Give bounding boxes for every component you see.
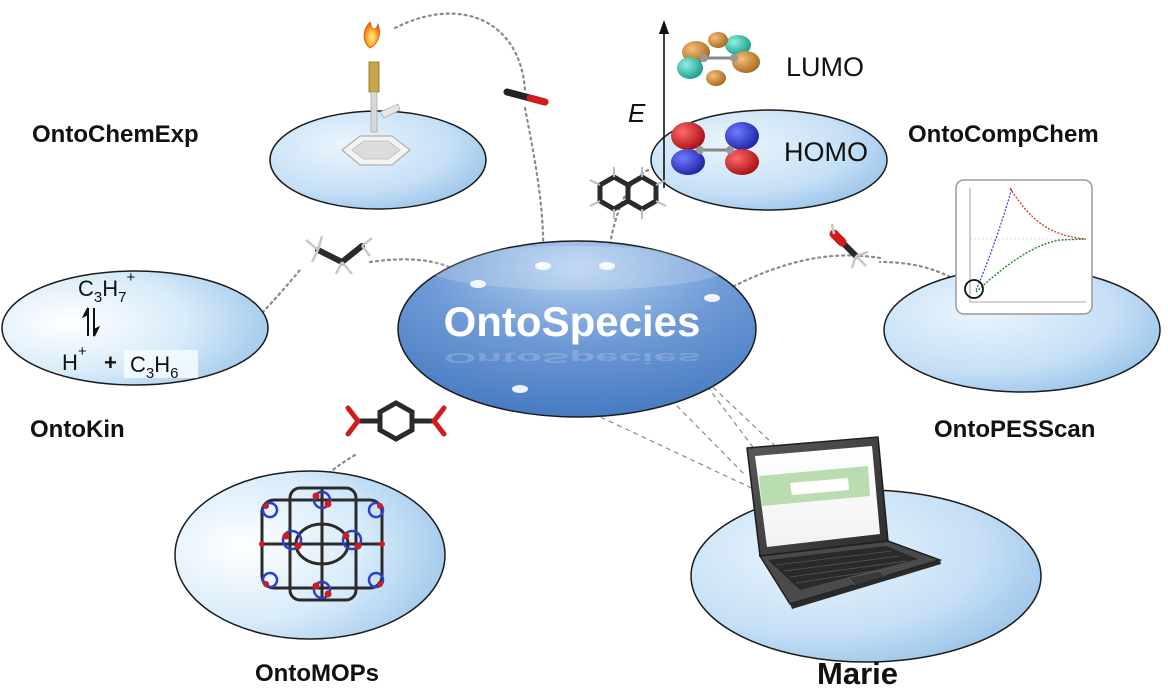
svg-text:H+: H+ — [62, 343, 87, 375]
ontokin-disc[interactable] — [1, 270, 269, 386]
reaction-product-highlight — [124, 350, 198, 378]
reaction-top-sup: + — [126, 269, 135, 286]
arrow-tip-glow — [704, 294, 720, 302]
ontokin-label: OntoKin — [30, 416, 125, 443]
reaction-right-mid: H — [154, 352, 170, 377]
orbital-diagram: E LUMO HOMO — [628, 20, 868, 188]
laptop-icon — [746, 436, 943, 609]
center-title-reflection: OntoSpecies — [444, 350, 701, 366]
ontopesscan-label: OntoPESScan — [934, 416, 1095, 443]
ontocompchem-disc[interactable] — [650, 109, 888, 211]
pes-scan-chart-icon — [955, 179, 1093, 315]
reaction-plus: + — [104, 350, 117, 375]
reaction-top-base: C — [78, 276, 94, 301]
homo-label: HOMO — [784, 137, 868, 167]
reaction-left-base: H — [62, 350, 78, 375]
equilibrium-arrows-icon — [81, 307, 101, 337]
homo-orbital-icon — [671, 122, 759, 175]
arrow-tip-glow — [470, 280, 486, 288]
marie-label: Marie — [817, 656, 898, 691]
mop-cage-icon — [259, 486, 385, 602]
bunsen-burner-icon — [341, 21, 411, 166]
terephthalate-icon — [345, 400, 447, 442]
ontocompchem-label: OntoCompChem — [908, 121, 1099, 148]
reaction-top-mid: H — [102, 276, 118, 301]
svg-text:C3H7+: C3H7+ — [78, 269, 135, 306]
center-title: OntoSpecies — [444, 298, 701, 345]
energy-axis-label: E — [628, 98, 646, 128]
minimum-marker-icon — [964, 279, 984, 299]
svg-text:C3H6: C3H6 — [130, 352, 178, 382]
reaction-equation: C3H7+ H+ + C3H6 — [62, 269, 198, 382]
lumo-label: LUMO — [786, 52, 864, 82]
naphthalene-icon — [589, 167, 667, 219]
reaction-right-base: C — [130, 352, 146, 377]
arrow-tip-glow — [599, 262, 615, 270]
reaction-top-sub2: 7 — [118, 289, 126, 306]
propyl-icon — [305, 235, 373, 275]
co-molecule-icon — [503, 88, 549, 106]
reaction-right-sub1: 3 — [146, 365, 154, 382]
arrow-tip-glow — [535, 262, 551, 270]
ontochemexp-label: OntoChemExp — [32, 121, 199, 148]
reaction-right-sub2: 6 — [170, 365, 178, 382]
ontomops-label: OntoMOPs — [255, 660, 379, 687]
ontomops-disc[interactable] — [174, 470, 446, 640]
lumo-orbital-icon — [677, 32, 760, 86]
reaction-left-sup: + — [78, 343, 87, 360]
arrow-tip-glow — [512, 385, 528, 393]
flame-icon — [363, 21, 380, 49]
reaction-top-sub1: 3 — [94, 289, 102, 306]
center-highlight — [427, 246, 727, 290]
methanol-icon — [829, 223, 869, 269]
ontospecies-disc[interactable] — [397, 240, 757, 418]
